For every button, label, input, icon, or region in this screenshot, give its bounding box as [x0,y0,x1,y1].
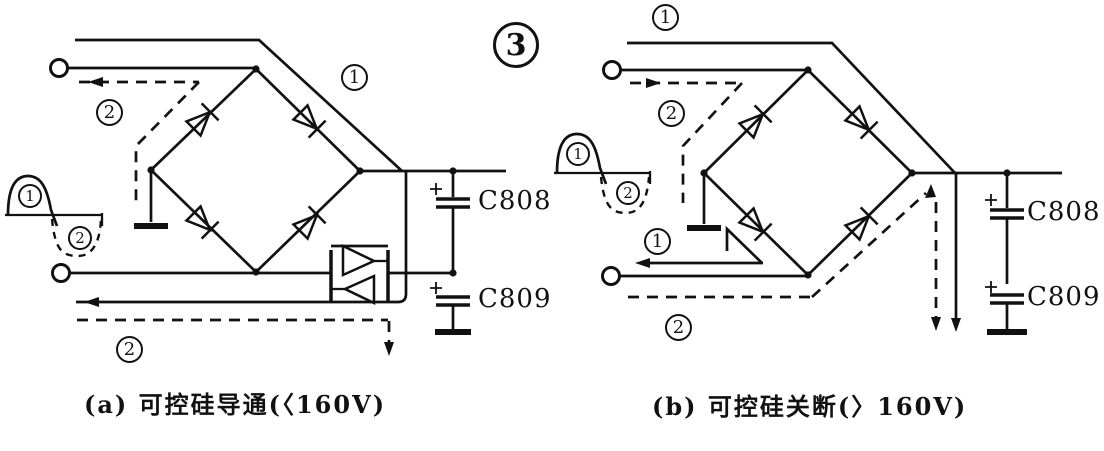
junction-dot [804,66,812,74]
current-arrow-icon [635,258,650,268]
junction-dot [908,169,916,177]
figure-number-badge: 3 [493,22,539,68]
wire-path1-hook [725,225,763,264]
wire-top-path [75,38,403,172]
cap-label-c809-b: C809 [1027,282,1101,312]
diode-icon [184,102,220,138]
ground-icon [687,173,721,231]
panel-a-circuit [5,38,506,356]
diode-icon [291,205,327,241]
wire-top-path [627,41,956,174]
current-arrow-icon [384,342,394,356]
current-arrow-icon [931,317,941,331]
wire-return-line [76,171,408,304]
terminal-circle [602,60,622,80]
capacitor-icon [985,281,1027,335]
path-label-b-return-top: 2 [658,100,685,127]
caption-panel-a: (a) 可控硅导通(〈160V) [84,390,387,419]
path-label-a-top: 1 [341,64,368,91]
sine-wave-icon [5,174,104,258]
path-label-a-return-top: 2 [96,99,123,126]
path-label-b-bottom: 1 [644,228,671,255]
sine-label-a-negative: 2 [68,226,92,250]
sine-wave-icon [554,132,652,215]
current-arrow-icon [646,78,661,88]
current-arrow-icon [951,318,961,332]
cap-label-c808-a: C808 [478,186,552,216]
sine-label-a-positive: 1 [18,184,42,208]
dashed-return-diagonal [681,82,743,203]
capacitor-icon [430,167,470,270]
bridge-rectifier [702,68,914,277]
sine-label-b-negative: 2 [616,181,640,205]
path-label-b-return-bottom: 2 [665,314,692,341]
sine-label-b-positive: 1 [566,142,590,166]
panel-b-circuit [554,41,1062,335]
diode-icon [843,104,879,140]
capacitor-icon [985,169,1024,284]
terminal-circle [51,263,71,283]
junction-dot [252,65,260,73]
terminal-circle [601,266,621,286]
diode-icon [184,204,220,240]
current-arrow-icon [925,184,936,198]
dashed-path-diagonal [811,192,927,298]
capacitor-icon [430,282,471,335]
current-arrow-icon [88,77,103,87]
junction-dot [804,271,812,279]
cap-label-c809-a: C809 [478,284,552,314]
diode-icon [737,206,773,242]
diode-icon [737,104,773,140]
ground-icon [134,170,168,229]
junction-dot [356,167,364,175]
dashed-return-diagonal [134,81,200,204]
current-arrow-icon [84,297,99,307]
cap-label-c808-b: C808 [1027,197,1101,227]
diode-icon [843,206,879,242]
caption-panel-b: (b) 可控硅关断(〉160V) [652,392,968,421]
diode-icon [291,103,327,139]
path-label-a-return-bottom: 2 [116,336,143,363]
terminal-circle [49,58,69,78]
triac-icon [329,244,390,305]
junction-dot [449,269,457,277]
path-label-b-top: 1 [652,4,679,31]
